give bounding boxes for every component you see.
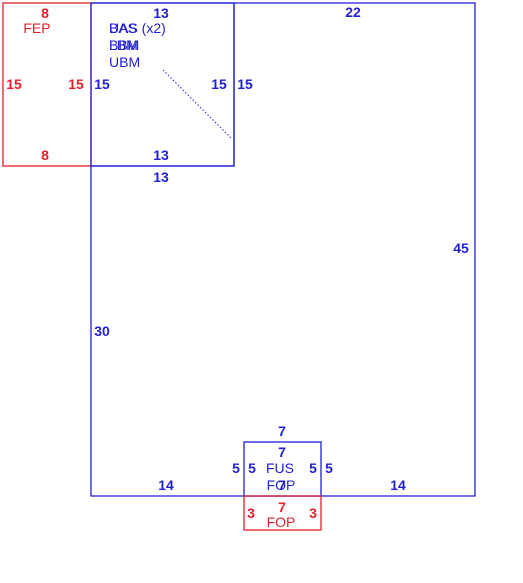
inner-dim-bottom: 13 — [153, 147, 169, 163]
fep-dim-left: 15 — [6, 76, 22, 92]
fus-dim-bottom: 7 — [278, 477, 286, 493]
inner-dim-right-inner: 15 — [211, 76, 227, 92]
fus-label: FUS — [266, 460, 294, 476]
fop-dim-top: 7 — [278, 499, 286, 515]
fus-dim-top-outer: 7 — [278, 423, 286, 439]
inner-label-1: BAS — [109, 20, 137, 36]
main-dim-notch-top: 13 — [153, 169, 169, 185]
fus-dim-left-inner: 5 — [248, 460, 256, 476]
inner-label-4: LBM — [109, 37, 138, 53]
fop-label: FOP — [267, 514, 296, 530]
fep-dim-right: 15 — [68, 76, 84, 92]
inner-dim-left-outer: 15 — [94, 76, 110, 92]
main-dim-left: 30 — [94, 323, 110, 339]
fep-dim-bottom: 8 — [41, 147, 49, 163]
inner-label-3: BBM — [109, 37, 139, 53]
fep-dim-top: 8 — [41, 5, 49, 21]
fop-dim-left: 3 — [247, 505, 255, 521]
fop-box — [243, 495, 322, 531]
fus-dim-right-inner: 5 — [309, 460, 317, 476]
fus-box — [243, 441, 322, 497]
fus-dim-left-outer: 5 — [232, 460, 240, 476]
fus-dim-right-outer: 5 — [325, 460, 333, 476]
inner-dim-right-outer: 15 — [237, 76, 253, 92]
fop-dim-right: 3 — [309, 505, 317, 521]
fus-dim-top-inner: 7 — [278, 444, 286, 460]
fop-inner-label: FOP — [267, 477, 296, 493]
inner-box — [90, 2, 235, 167]
inner-dim-top: 13 — [153, 5, 169, 21]
main-dim-bottom-right: 14 — [390, 477, 406, 493]
main-dim-top: 22 — [345, 4, 361, 20]
inner-label-5: UBM — [109, 54, 140, 70]
fep-label: FEP — [23, 20, 50, 36]
inner-diagonal — [162, 69, 233, 140]
inner-label-2: UAS (x2) — [109, 20, 166, 36]
main-dim-right: 45 — [453, 240, 469, 256]
main-dim-bottom-left: 14 — [158, 477, 174, 493]
